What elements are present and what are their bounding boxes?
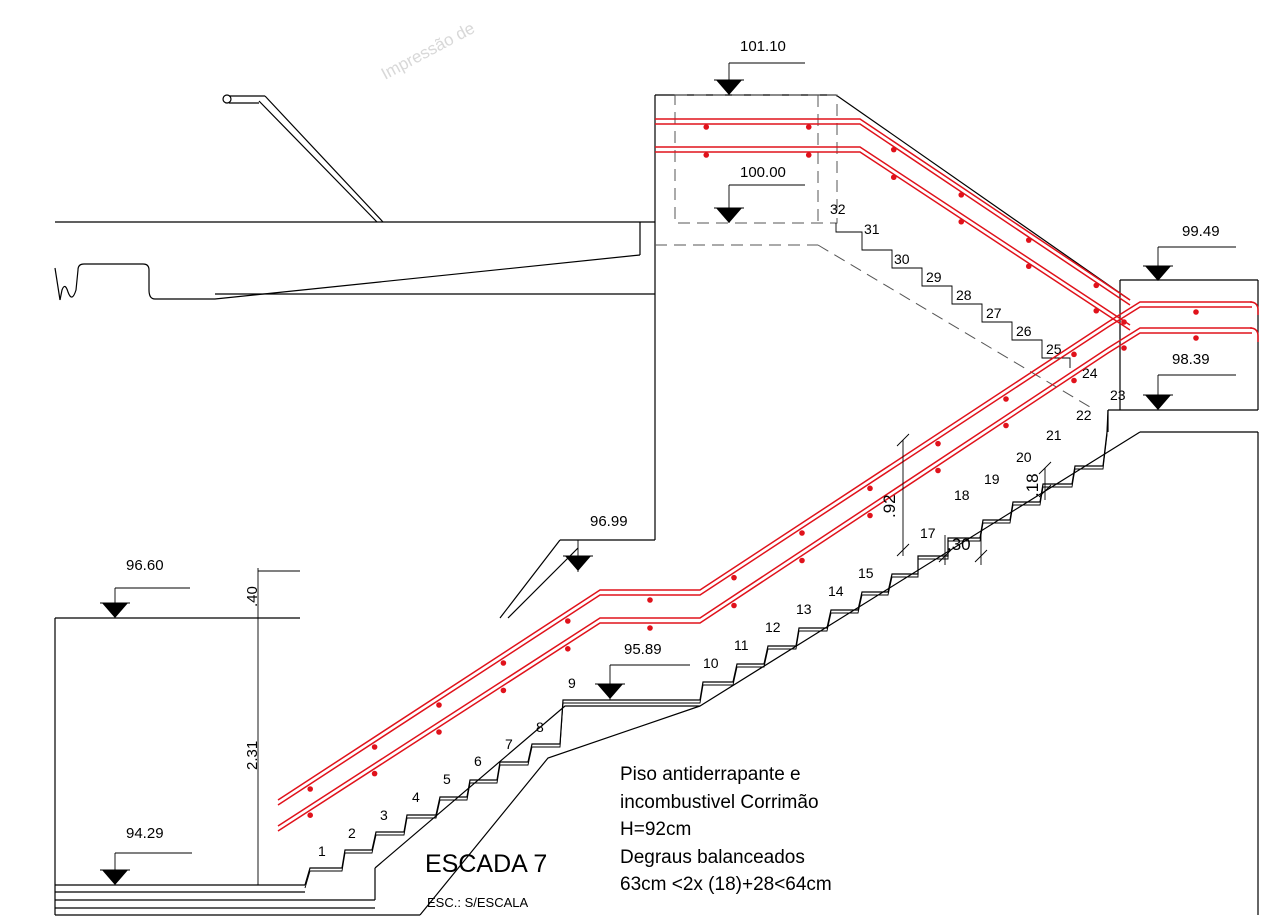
upper-stair-steps: 25 26 27 28 29 30 31 32 xyxy=(830,201,1071,368)
step-number: 31 xyxy=(864,221,880,237)
note-line-2: incombustivel Corrimão xyxy=(620,792,819,813)
step-number: 24 xyxy=(1082,365,1098,381)
step-number: 20 xyxy=(1016,449,1032,465)
svg-text:98.39: 98.39 xyxy=(1172,351,1210,368)
step-number: 17 xyxy=(920,525,936,541)
step-number: 8 xyxy=(536,719,544,735)
level-95-89: 95.89 xyxy=(595,641,690,700)
level-101-10: 101.10 xyxy=(714,38,805,95)
hidden-lines xyxy=(655,94,1096,411)
level-96-60: 96.60 xyxy=(100,557,190,618)
dim-riser: .18 xyxy=(1023,473,1042,497)
step-number: 18 xyxy=(954,487,970,503)
level-96-99: 96.99 xyxy=(563,513,655,572)
step-number: 15 xyxy=(858,565,874,581)
level-markers: 101.10 100.00 99.49 98.39 xyxy=(100,38,1236,885)
step-number: 2 xyxy=(348,825,356,841)
level-98-39: 98.39 xyxy=(1143,351,1236,410)
svg-text:99.49: 99.49 xyxy=(1182,223,1220,240)
step-number: 19 xyxy=(984,471,1000,487)
step-number: 10 xyxy=(703,655,719,671)
step-number: 25 xyxy=(1046,341,1062,357)
dim-guard-height: .40 xyxy=(244,586,261,607)
svg-text:100.00: 100.00 xyxy=(740,164,786,181)
svg-text:95.89: 95.89 xyxy=(624,641,662,658)
svg-text:96.99: 96.99 xyxy=(590,513,628,530)
step-number: 12 xyxy=(765,619,781,635)
step-number: 13 xyxy=(796,601,812,617)
step-number: 22 xyxy=(1076,407,1092,423)
dim-rail-height: .92 xyxy=(880,494,899,518)
level-99-49: 99.49 xyxy=(1143,223,1236,281)
step-number: 32 xyxy=(830,201,846,217)
level-94-29: 94.29 xyxy=(100,825,192,885)
notes: Piso antiderrapante e incombustivel Corr… xyxy=(620,764,832,895)
step-number: 28 xyxy=(956,287,972,303)
note-line-3: H=92cm xyxy=(620,819,691,840)
left-wall xyxy=(54,568,420,916)
step-number: 14 xyxy=(828,583,844,599)
upper-left-slab xyxy=(54,94,655,301)
step-number: 21 xyxy=(1046,427,1062,443)
svg-text:101.10: 101.10 xyxy=(740,38,786,55)
note-line-5: 63cm <2x (18)+28<64cm xyxy=(620,874,832,895)
step-number: 6 xyxy=(474,753,482,769)
svg-text:94.29: 94.29 xyxy=(126,825,164,842)
dimensions: .40 2.31 .92 .18 .30 xyxy=(244,433,1052,770)
step-number: 9 xyxy=(568,675,576,691)
level-100-00: 100.00 xyxy=(714,164,805,223)
step-number: 26 xyxy=(1016,323,1032,339)
drawing-scale: ESC.: S/ESCALA xyxy=(427,895,528,910)
dim-wall-height: 2.31 xyxy=(244,741,261,770)
drawing-title: ESCADA 7 xyxy=(425,850,547,878)
step-number: 30 xyxy=(894,251,910,267)
step-number: 27 xyxy=(986,305,1002,321)
dim-tread: .30 xyxy=(947,535,971,554)
stair-soffit xyxy=(374,431,1141,916)
step-number: 7 xyxy=(505,736,513,752)
step-number: 29 xyxy=(926,269,942,285)
step-number: 4 xyxy=(412,789,420,805)
note-line-1: Piso antiderrapante e xyxy=(620,764,801,785)
step-number: 1 xyxy=(318,843,326,859)
step-number: 11 xyxy=(734,637,749,653)
step-number: 5 xyxy=(443,771,451,787)
step-number: 3 xyxy=(380,807,388,823)
step-number: 23 xyxy=(1110,387,1126,403)
watermark: Impressão de xyxy=(378,18,478,83)
handrails xyxy=(277,118,1259,832)
note-line-4: Degraus balanceados xyxy=(620,847,805,868)
svg-text:96.60: 96.60 xyxy=(126,557,164,574)
